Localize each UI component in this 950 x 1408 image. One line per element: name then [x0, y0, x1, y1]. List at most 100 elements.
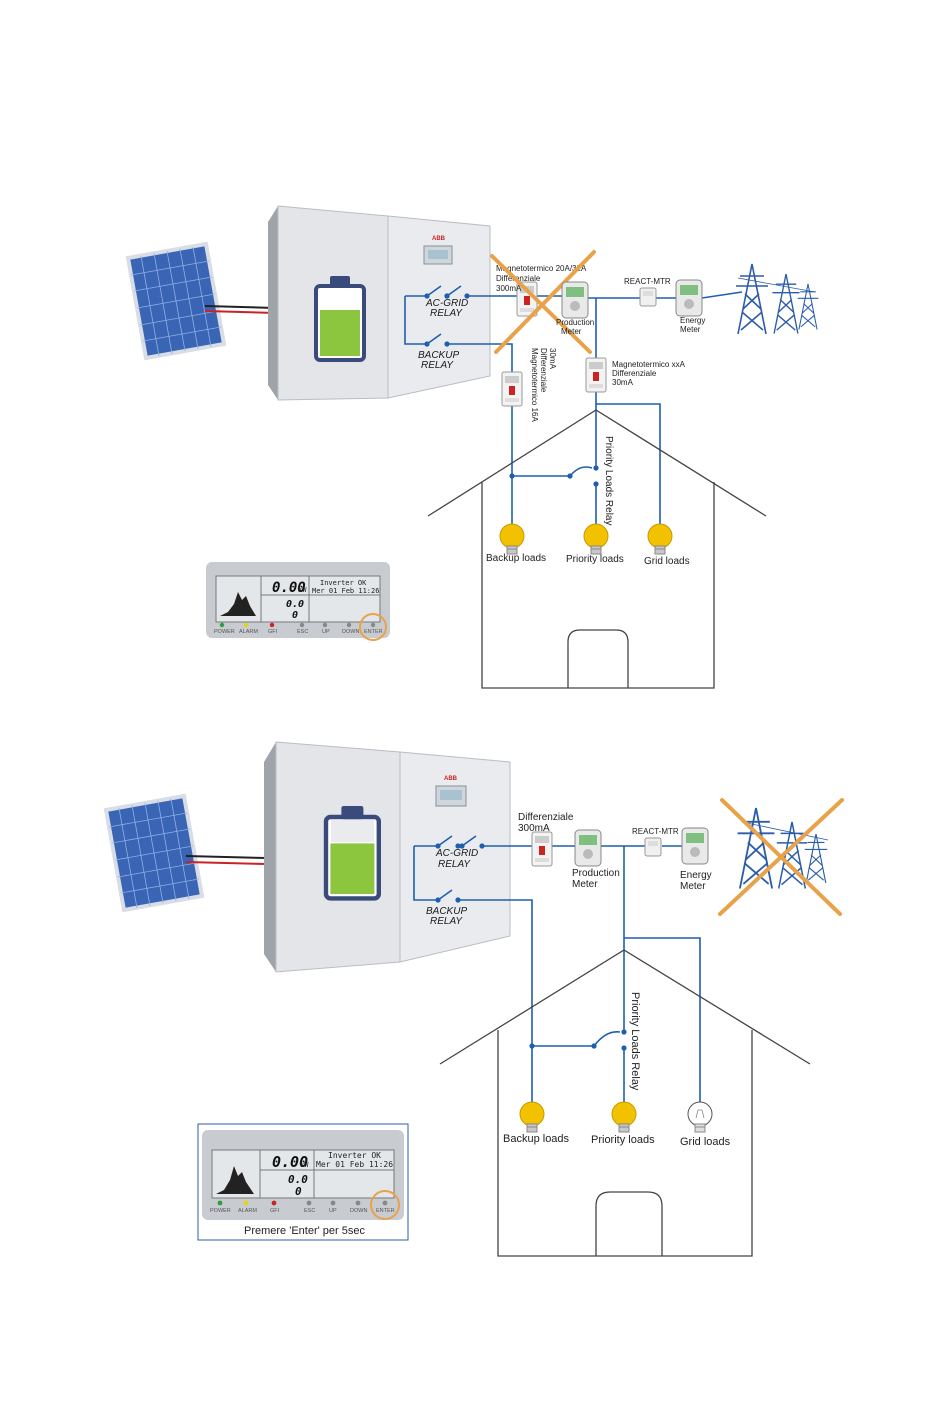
- enter-caption: Premere 'Enter' per 5sec: [244, 1225, 365, 1237]
- production-meter-label-1: Production: [556, 318, 594, 327]
- grid-load-bulb-icon: [647, 523, 673, 555]
- btn-gfi-label: GFI: [268, 629, 278, 635]
- energy-meter-label-b2: Meter: [680, 881, 706, 892]
- grid-loads-label: Grid loads: [644, 556, 690, 567]
- backup-load-bulb-icon: [499, 523, 525, 555]
- grid-loads-label-2: Grid loads: [680, 1136, 731, 1148]
- solar-panel-icon: [126, 242, 226, 360]
- display-small-value-1: 0.0: [286, 599, 304, 610]
- breaker-xxa-icon: [585, 357, 607, 393]
- display-status: Inverter OK: [320, 579, 367, 587]
- react-mtr-icon: [639, 287, 657, 307]
- backup-relay-label-b: BACKUP: [426, 906, 467, 917]
- backup-loads-label-2: Backup loads: [503, 1133, 570, 1145]
- production-meter-label-2: Meter: [561, 327, 582, 336]
- main-breaker-label-1: Magnetotermico 20A/32A: [496, 264, 587, 273]
- btn-up-label: UP: [322, 629, 330, 635]
- battery-icon-2: [326, 806, 379, 898]
- house-outline-2: [439, 949, 811, 1257]
- display-small-value-2: 0: [292, 610, 298, 621]
- btn-power-label: POWER: [214, 629, 235, 635]
- priority-loads-relay-label: Priority Loads Relay: [603, 436, 614, 525]
- main-breaker-label-3: 300mA: [496, 284, 522, 293]
- display-leds: [219, 622, 376, 628]
- energy-meter-label-2: Meter: [680, 325, 701, 334]
- power-pylon-icon-2: [736, 807, 829, 890]
- btn-power-label-2: POWER: [210, 1208, 231, 1214]
- priority-loads-label: Priority loads: [566, 554, 624, 565]
- cross-out-mark: [490, 250, 596, 354]
- display-date-2: Mer 01 Feb 11:26: [316, 1160, 393, 1169]
- btn-down-label: DOWN: [342, 629, 359, 635]
- display-big-value: 0.00: [272, 580, 306, 596]
- ac-grid-relay-label-b2: RELAY: [438, 859, 471, 870]
- production-meter-label-b2: Meter: [572, 879, 598, 890]
- enter-highlight: [359, 613, 387, 641]
- btn-down-label-2: DOWN: [350, 1208, 367, 1214]
- breaker-label-b1: Differenziale: [518, 812, 574, 823]
- ac-grid-relay-label-2: RELAY: [430, 308, 463, 319]
- react-mtr-label: REACT-MTR: [624, 277, 671, 286]
- power-pylon-icon: [735, 263, 819, 335]
- diagram-bottom: ABB AC-GRID RELAY BACKUP RELAY: [104, 741, 844, 1257]
- display-small-value-2b: 0: [295, 1185, 302, 1198]
- priority-loads-label-2: Priority loads: [591, 1134, 655, 1146]
- breaker-xxa-label-2: Differenziale: [612, 369, 657, 378]
- react-mtr-label-2: REACT-MTR: [632, 827, 679, 836]
- main-breaker-label-2: Differenziale: [496, 274, 541, 283]
- production-meter-icon-2: [574, 829, 602, 867]
- backup-loads-label: Backup loads: [486, 553, 546, 564]
- solar-panel-icon-2: [104, 794, 204, 912]
- priority-load-bulb-icon-2: [611, 1101, 637, 1133]
- btn-esc-label-2: ESC: [304, 1208, 315, 1214]
- breaker-16a-label-3: 30mA: [548, 348, 557, 370]
- backup-relay-label: BACKUP: [418, 350, 459, 361]
- breaker-xxa-label-3: 30mA: [612, 378, 634, 387]
- ac-grid-relay-label: AC-GRID: [425, 298, 468, 309]
- breaker-16a-icon: [501, 371, 523, 407]
- btn-enter-label: ENTER: [364, 629, 383, 635]
- main-breaker-icon-2: [531, 831, 553, 867]
- btn-enter-label-2: ENTER: [376, 1208, 395, 1214]
- display-date: Mer 01 Feb 11:26: [312, 587, 379, 595]
- energy-meter-icon: [675, 279, 703, 317]
- energy-meter-icon-2: [681, 827, 709, 865]
- energy-meter-label-1: Energy: [680, 316, 705, 325]
- production-meter-icon: [561, 281, 589, 319]
- display-status-2: Inverter OK: [328, 1151, 381, 1160]
- display-big-value-2: 0.00: [272, 1153, 308, 1171]
- display-unit-2: kW: [300, 1161, 309, 1169]
- breaker-xxa-label-1: Magnetotermico xxA: [612, 360, 686, 369]
- battery-icon: [314, 274, 366, 362]
- svg-text:ABB: ABB: [432, 236, 446, 242]
- inverter-display-bottom: 0.00 kW Inverter OK Mer 01 Feb 11:26 0.0…: [197, 1123, 409, 1241]
- display-unit: kW: [298, 586, 307, 594]
- inverter-display-top: 0.00 kW Inverter OK Mer 01 Feb 11:26 0.0…: [206, 562, 390, 641]
- wiring-bottom: [413, 845, 701, 1104]
- backup-load-bulb-icon-2: [519, 1101, 545, 1133]
- btn-up-label-2: UP: [329, 1208, 337, 1214]
- svg-text:ABB: ABB: [444, 776, 458, 782]
- btn-alarm-label: ALARM: [239, 629, 258, 635]
- breaker-16a-label-2: Differenziale: [539, 348, 548, 393]
- priority-loads-relay-label-2: Priority Loads Relay: [629, 992, 641, 1091]
- enter-highlight-2: [370, 1190, 400, 1220]
- priority-load-bulb-icon: [583, 523, 609, 555]
- btn-alarm-label-2: ALARM: [238, 1208, 257, 1214]
- display-small-value-1b: 0.0: [288, 1173, 308, 1186]
- ac-grid-relay-label-b: AC-GRID: [435, 848, 478, 859]
- backup-relay-label-2: RELAY: [421, 360, 454, 371]
- energy-meter-label-b1: Energy: [680, 870, 712, 881]
- grid-load-bulb-icon-2: [687, 1101, 713, 1133]
- breaker-16a-label-1: Magnetotermico 16A: [530, 348, 539, 422]
- production-meter-label-b1: Production: [572, 868, 620, 879]
- house-outline: [427, 409, 767, 689]
- cross-out-mark-2: [718, 798, 844, 916]
- wiring-top: [404, 291, 743, 524]
- display-leds-2: [217, 1200, 388, 1206]
- react-mtr-icon-2: [644, 837, 662, 857]
- btn-esc-label: ESC: [297, 629, 308, 635]
- btn-gfi-label-2: GFI: [270, 1208, 280, 1214]
- diagram-top: ABB AC-GRID RELAY BACKUP RELAY: [126, 205, 819, 689]
